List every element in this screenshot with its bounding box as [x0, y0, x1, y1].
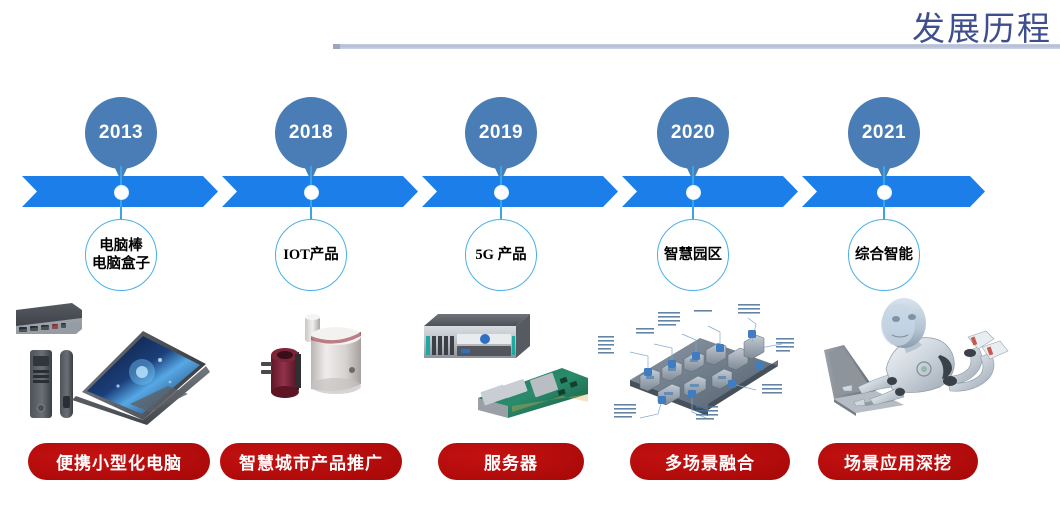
label-line-1: IOT产品: [283, 246, 339, 263]
tag-label: 场景应用深挖: [844, 454, 952, 473]
milestone-year-2021[interactable]: 2021: [848, 97, 920, 169]
tag-label: 智慧城市产品推广: [239, 454, 383, 473]
year-label: 2018: [288, 122, 334, 143]
year-label: 2021: [861, 122, 907, 143]
milestone-node-dot-5: [877, 185, 892, 200]
label-line-1: 智慧园区: [664, 246, 722, 263]
milestone-tag-4[interactable]: 多场景融合: [630, 443, 790, 480]
milestone-label-2021[interactable]: 综合智能: [848, 219, 920, 291]
label-line-1: 电脑棒: [99, 237, 143, 254]
title-divider-cap: [333, 44, 340, 49]
milestone-year-2019[interactable]: 2019: [465, 97, 537, 169]
product-image-smart-park-isometric-diagram: [596, 300, 796, 425]
year-label: 2019: [478, 122, 524, 143]
label-line-1: 5G 产品: [475, 246, 527, 263]
milestone-tag-2[interactable]: 智慧城市产品推广: [220, 443, 402, 480]
milestone-node-dot-1: [114, 185, 129, 200]
milestone-label-2020[interactable]: 智慧园区: [657, 219, 729, 291]
tag-label: 多场景融合: [665, 454, 755, 473]
milestone-label-2019[interactable]: 5G 产品: [465, 219, 537, 291]
product-image-robot-with-laptop: [800, 295, 1020, 425]
milestone-tag-5[interactable]: 场景应用深挖: [818, 443, 978, 480]
milestone-node-dot-4: [686, 185, 701, 200]
milestone-tag-3[interactable]: 服务器: [438, 443, 584, 480]
milestone-node-dot-2: [304, 185, 319, 200]
title-divider: [333, 44, 1060, 49]
product-image-rack-server-nic-card: [412, 306, 592, 421]
label-line-2: 电脑盒子: [92, 256, 150, 272]
milestone-year-2013[interactable]: 2013: [85, 97, 157, 169]
milestone-year-2018[interactable]: 2018: [275, 97, 347, 169]
year-label: 2013: [98, 122, 144, 143]
milestone-label-2018[interactable]: IOT产品: [275, 219, 347, 291]
timeline-segment-2: [222, 176, 418, 207]
page-title: 发展历程: [912, 12, 1052, 48]
timeline-segment-3: [422, 176, 618, 207]
product-image-mini-pc-sticks-laptop: [10, 300, 210, 425]
label-line-1: 综合智能: [855, 246, 913, 263]
milestone-tag-1[interactable]: 便携小型化电脑: [28, 443, 210, 480]
tag-label: 服务器: [484, 454, 538, 473]
milestone-node-dot-3: [494, 185, 509, 200]
timeline-arrow-bar: [22, 176, 985, 207]
year-label: 2020: [670, 122, 716, 143]
product-image-iot-sensor-motor: [243, 312, 383, 412]
timeline-segment-4: [622, 176, 798, 207]
tag-label: 便携小型化电脑: [56, 454, 182, 473]
milestone-year-2020[interactable]: 2020: [657, 97, 729, 169]
timeline-segment-5: [802, 176, 985, 207]
milestone-label-2013[interactable]: 电脑棒 电脑盒子: [85, 219, 157, 291]
